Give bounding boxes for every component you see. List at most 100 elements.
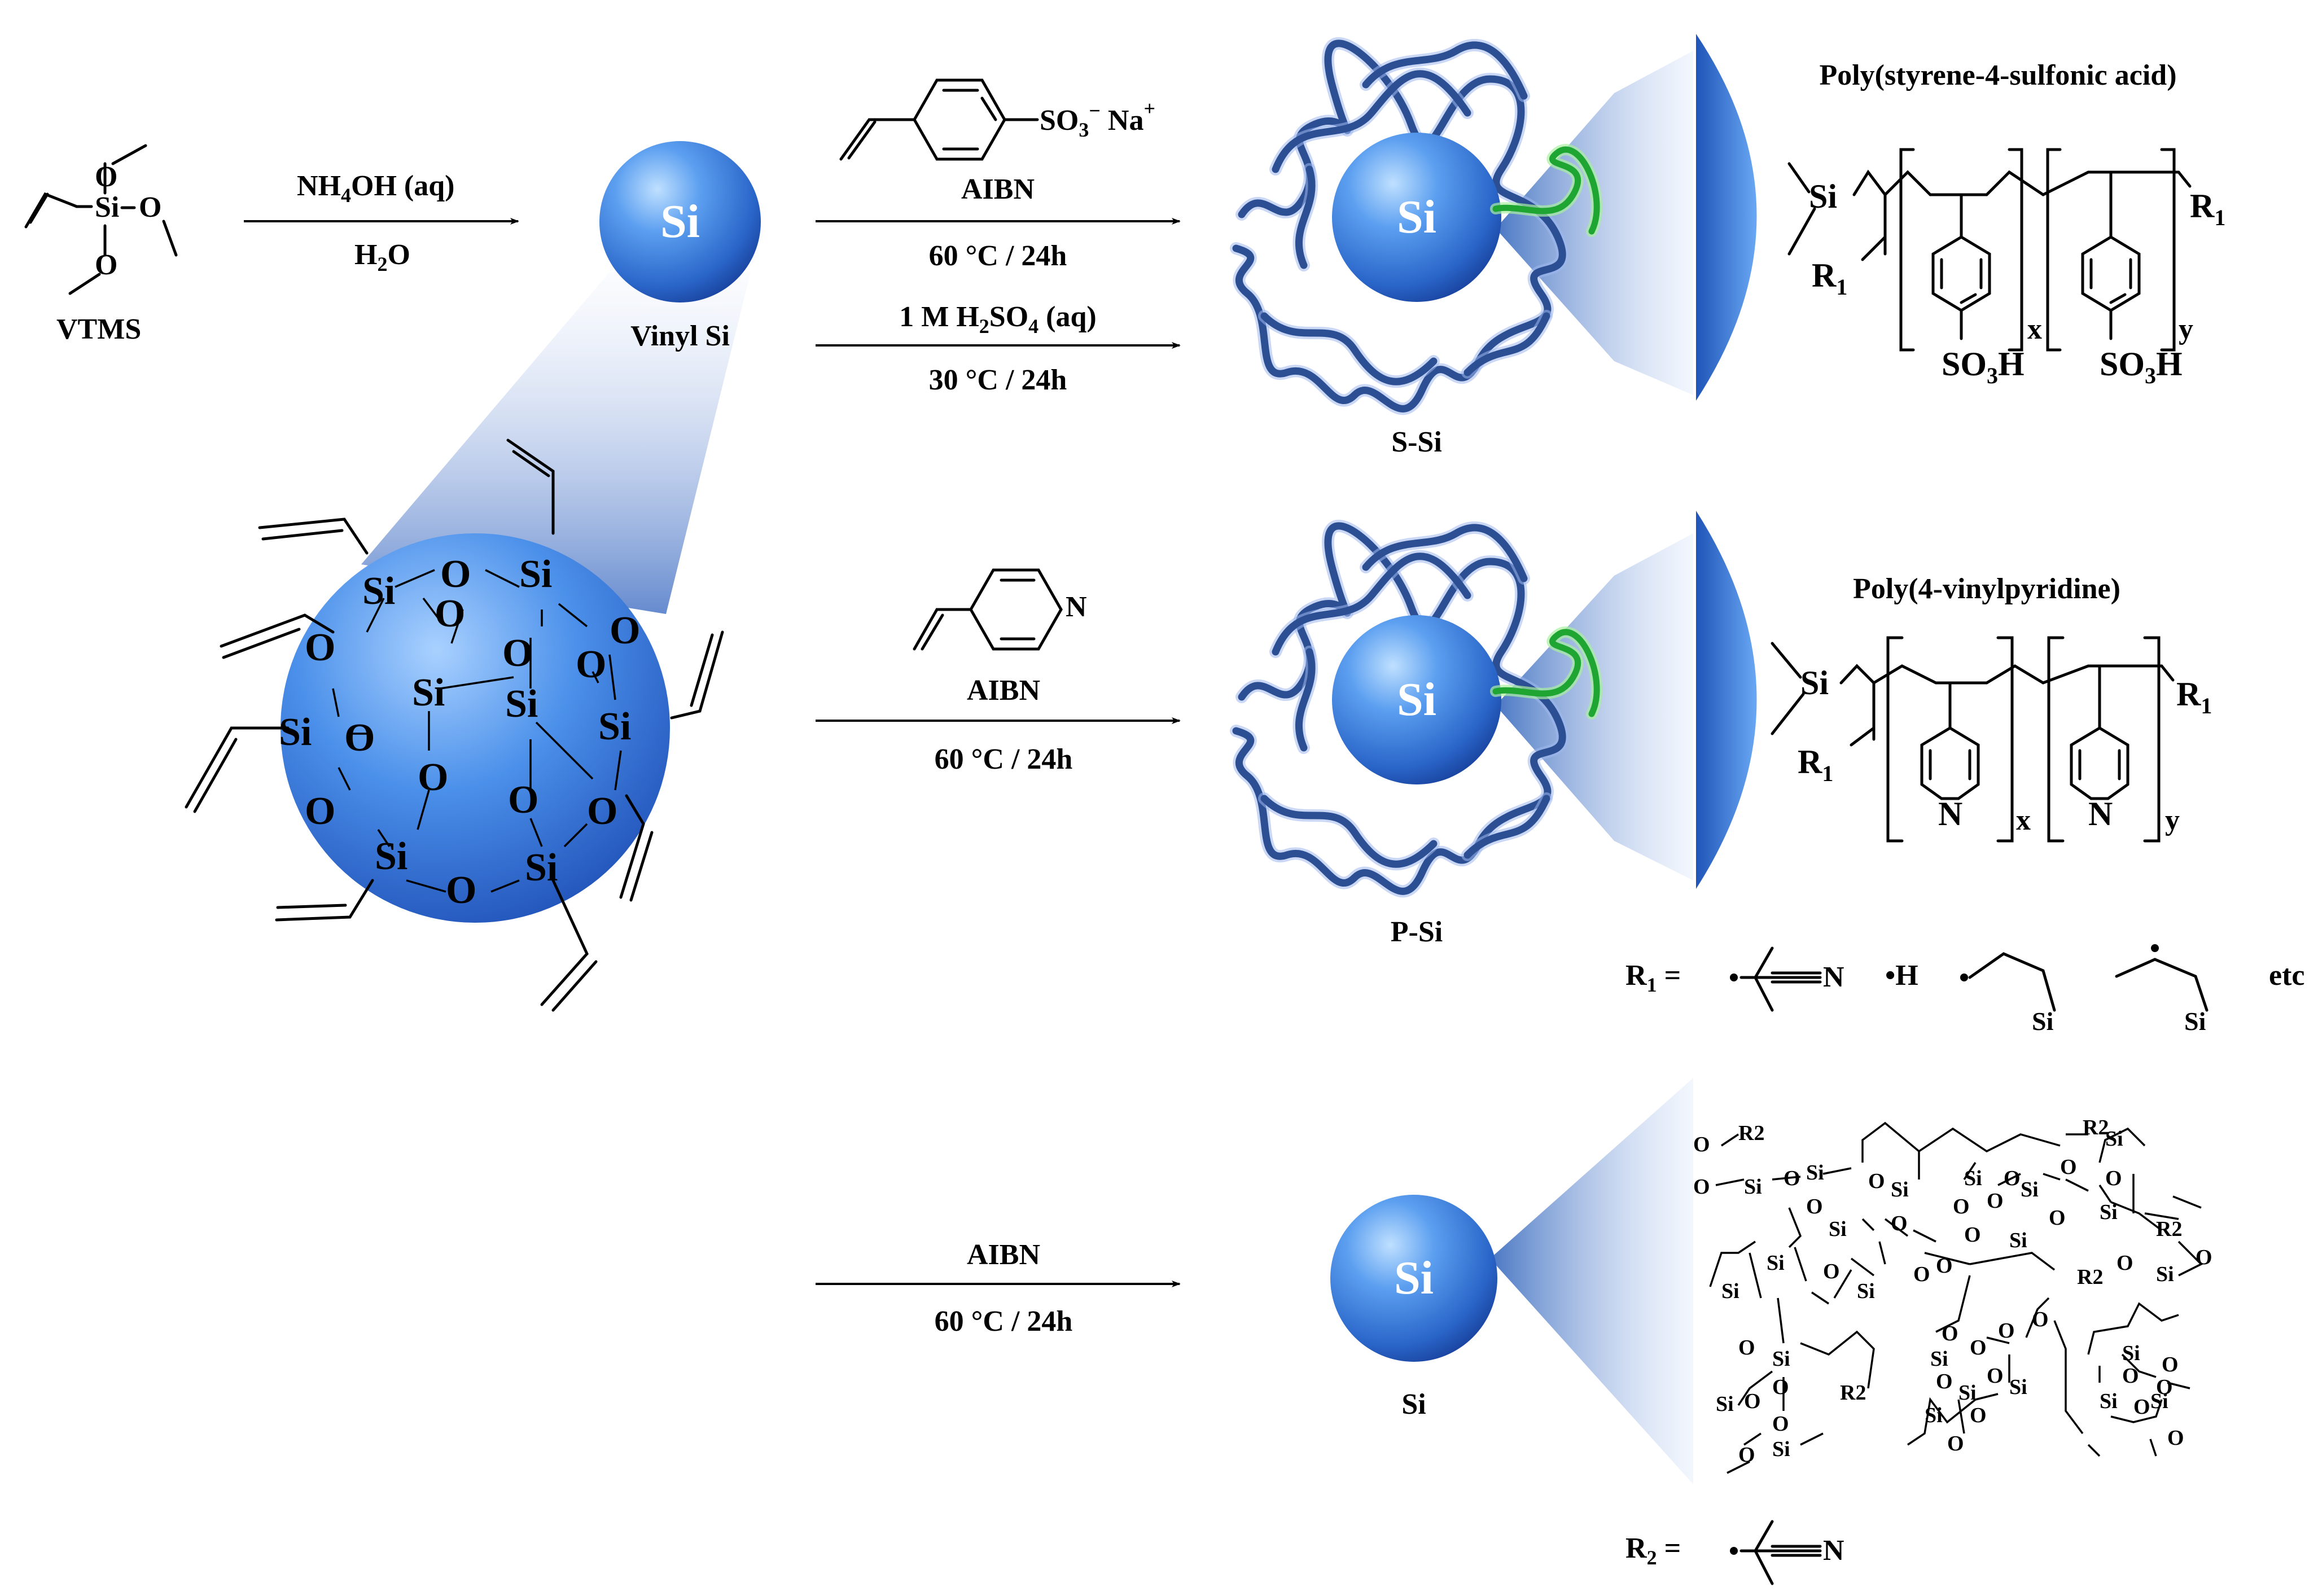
cage-o-1: O [440, 553, 471, 596]
cage-o-10: O [587, 790, 617, 833]
vtms-o-top: O [95, 161, 117, 193]
route-si-initiator: AIBN [967, 1239, 1040, 1271]
net-o-19: O [1738, 1336, 1755, 1360]
net-si-8: Si [2100, 1200, 2118, 1224]
net-o-33: O [2122, 1364, 2139, 1388]
vinyl-si-sphere [599, 141, 761, 302]
net-o-2: O [1693, 1175, 1710, 1199]
net-o-6: O [2004, 1167, 2021, 1190]
net-o-18: O [1823, 1260, 1840, 1283]
pssa-so3h-2: SO3H [2100, 345, 2183, 388]
cage-o-7: O [344, 716, 375, 760]
r1-nitrile-n: N [1823, 961, 1844, 993]
pssa-r1-right: R1 [2190, 187, 2225, 230]
net-o-21: O [1744, 1389, 1761, 1413]
cage-si-5: Si [598, 705, 631, 748]
pssa-r1-left: R1 [1812, 257, 1847, 300]
net-o-3: O [1784, 1167, 1800, 1190]
net-si-1: Si [1744, 1175, 1762, 1199]
vtms-o-right: O [139, 191, 161, 223]
pssa-x: x [2027, 313, 2042, 345]
r1-h: •H [1885, 959, 1918, 992]
pssa-so3h-1: SO3H [1942, 345, 2025, 388]
network-structure: O R2 O Si O Si O O Si Si O O O Si O O Si… [1693, 1116, 2212, 1474]
net-si-17: Si [1930, 1347, 1948, 1371]
net-o-34: O [2156, 1375, 2173, 1399]
pssa-structure: Poly(styrene-4-sulfonic acid) Si R1 R1 S… [1787, 59, 2225, 388]
net-o-20: O [1772, 1375, 1789, 1399]
p-si-particle: Si P-Si [1230, 511, 1757, 948]
net-si-12: Si [1767, 1251, 1785, 1275]
net-o-11: O [2060, 1155, 2077, 1179]
p4vp-r1-left: R1 [1798, 743, 1833, 786]
net-si-21: Si [2122, 1341, 2140, 1365]
net-si-16: Si [1772, 1437, 1790, 1461]
net-si-7: Si [2105, 1127, 2123, 1151]
p-si-sphere-label: Si [1397, 673, 1436, 726]
si-sphere [1330, 1195, 1497, 1362]
route-s-conditions: SO3− Na+ AIBN 60 °C / 24h 1 M H2SO4 (aq)… [816, 78, 1181, 396]
cage-o-4: O [502, 632, 533, 675]
p4vp-structure: Poly(4-vinylpyridine) Si R1 R1 N N x y [1771, 573, 2212, 843]
net-si-10: Si [1857, 1279, 1875, 1303]
net-o-35: O [2133, 1395, 2150, 1419]
vtms-structure: Si O O O VTMS [24, 144, 178, 345]
net-o-29: O [1987, 1364, 2004, 1388]
net-o-8: O [1987, 1189, 2004, 1213]
net-o-22: O [1772, 1412, 1789, 1436]
net-r2-2: R2 [2083, 1116, 2109, 1139]
si-particle: Si Si [1330, 1078, 1693, 1484]
r2-nitrile-n: N [1823, 1534, 1844, 1567]
net-si-6: Si [2009, 1229, 2027, 1252]
cage-o-9: O [508, 778, 538, 822]
net-o-30: O [1970, 1404, 1987, 1427]
net-si-5: Si [2021, 1178, 2039, 1202]
net-o-14: O [2117, 1251, 2133, 1275]
p4vp-si: Si [1800, 664, 1829, 701]
p-si-name: P-Si [1391, 916, 1443, 948]
si-cone [1490, 1078, 1693, 1484]
pssa-title: Poly(styrene-4-sulfonic acid) [1819, 59, 2176, 91]
route-s-initiator: AIBN [961, 173, 1035, 205]
cage-si-2: Si [519, 553, 552, 596]
net-o-1: O [1693, 1133, 1710, 1156]
vtms-o-bottom: O [95, 249, 117, 281]
r1-definition: R1 = N •H Si Si etc [1625, 944, 2304, 1036]
net-si-18: Si [1958, 1381, 1977, 1405]
net-si-20: Si [1925, 1404, 1943, 1427]
cage-si-7: Si [375, 835, 407, 878]
si-name: Si [1401, 1388, 1426, 1420]
cage-sphere [281, 533, 670, 923]
route-p-initiator: AIBN [967, 674, 1040, 707]
net-si-9: Si [2156, 1262, 2174, 1286]
step1-arrow: NH4OH (aq) H2O [244, 170, 519, 275]
cage-si-1: Si [362, 569, 395, 613]
p4vp-x: x [2016, 804, 2031, 836]
vinyl-si-cone [361, 272, 751, 614]
route-p-conditions: N AIBN 60 °C / 24h [816, 568, 1181, 775]
step1-solvent: H2O [354, 239, 410, 275]
net-si-19: Si [2009, 1375, 2027, 1399]
net-si-23: Si [2150, 1389, 2168, 1413]
r2-label: R2 = [1625, 1532, 1681, 1569]
net-si-11: Si [1829, 1217, 1847, 1241]
net-o-28: O [1936, 1370, 1953, 1393]
si-sphere-label: Si [1394, 1252, 1434, 1304]
pssa-si: Si [1809, 178, 1837, 215]
cage-o-5: O [610, 609, 640, 652]
route-s-condition1: 60 °C / 24h [929, 240, 1067, 272]
net-o-23: O [1738, 1443, 1755, 1467]
cage-si-6: Si [279, 711, 312, 754]
p4vp-r1-right: R1 [2176, 676, 2212, 718]
cage-si-4: Si [505, 682, 538, 726]
route-p-ring-n: N [1066, 591, 1087, 623]
cage-o-11: O [305, 790, 335, 833]
cage-o-2: O [435, 592, 465, 635]
route-si-condition: 60 °C / 24h [935, 1305, 1073, 1338]
net-si-22: Si [2100, 1389, 2118, 1413]
net-o-27: O [2032, 1308, 2049, 1331]
p-si-spacer [1492, 629, 1600, 717]
cage-o-12: O [446, 869, 476, 912]
vinyl-si-name: Vinyl Si [630, 320, 730, 352]
